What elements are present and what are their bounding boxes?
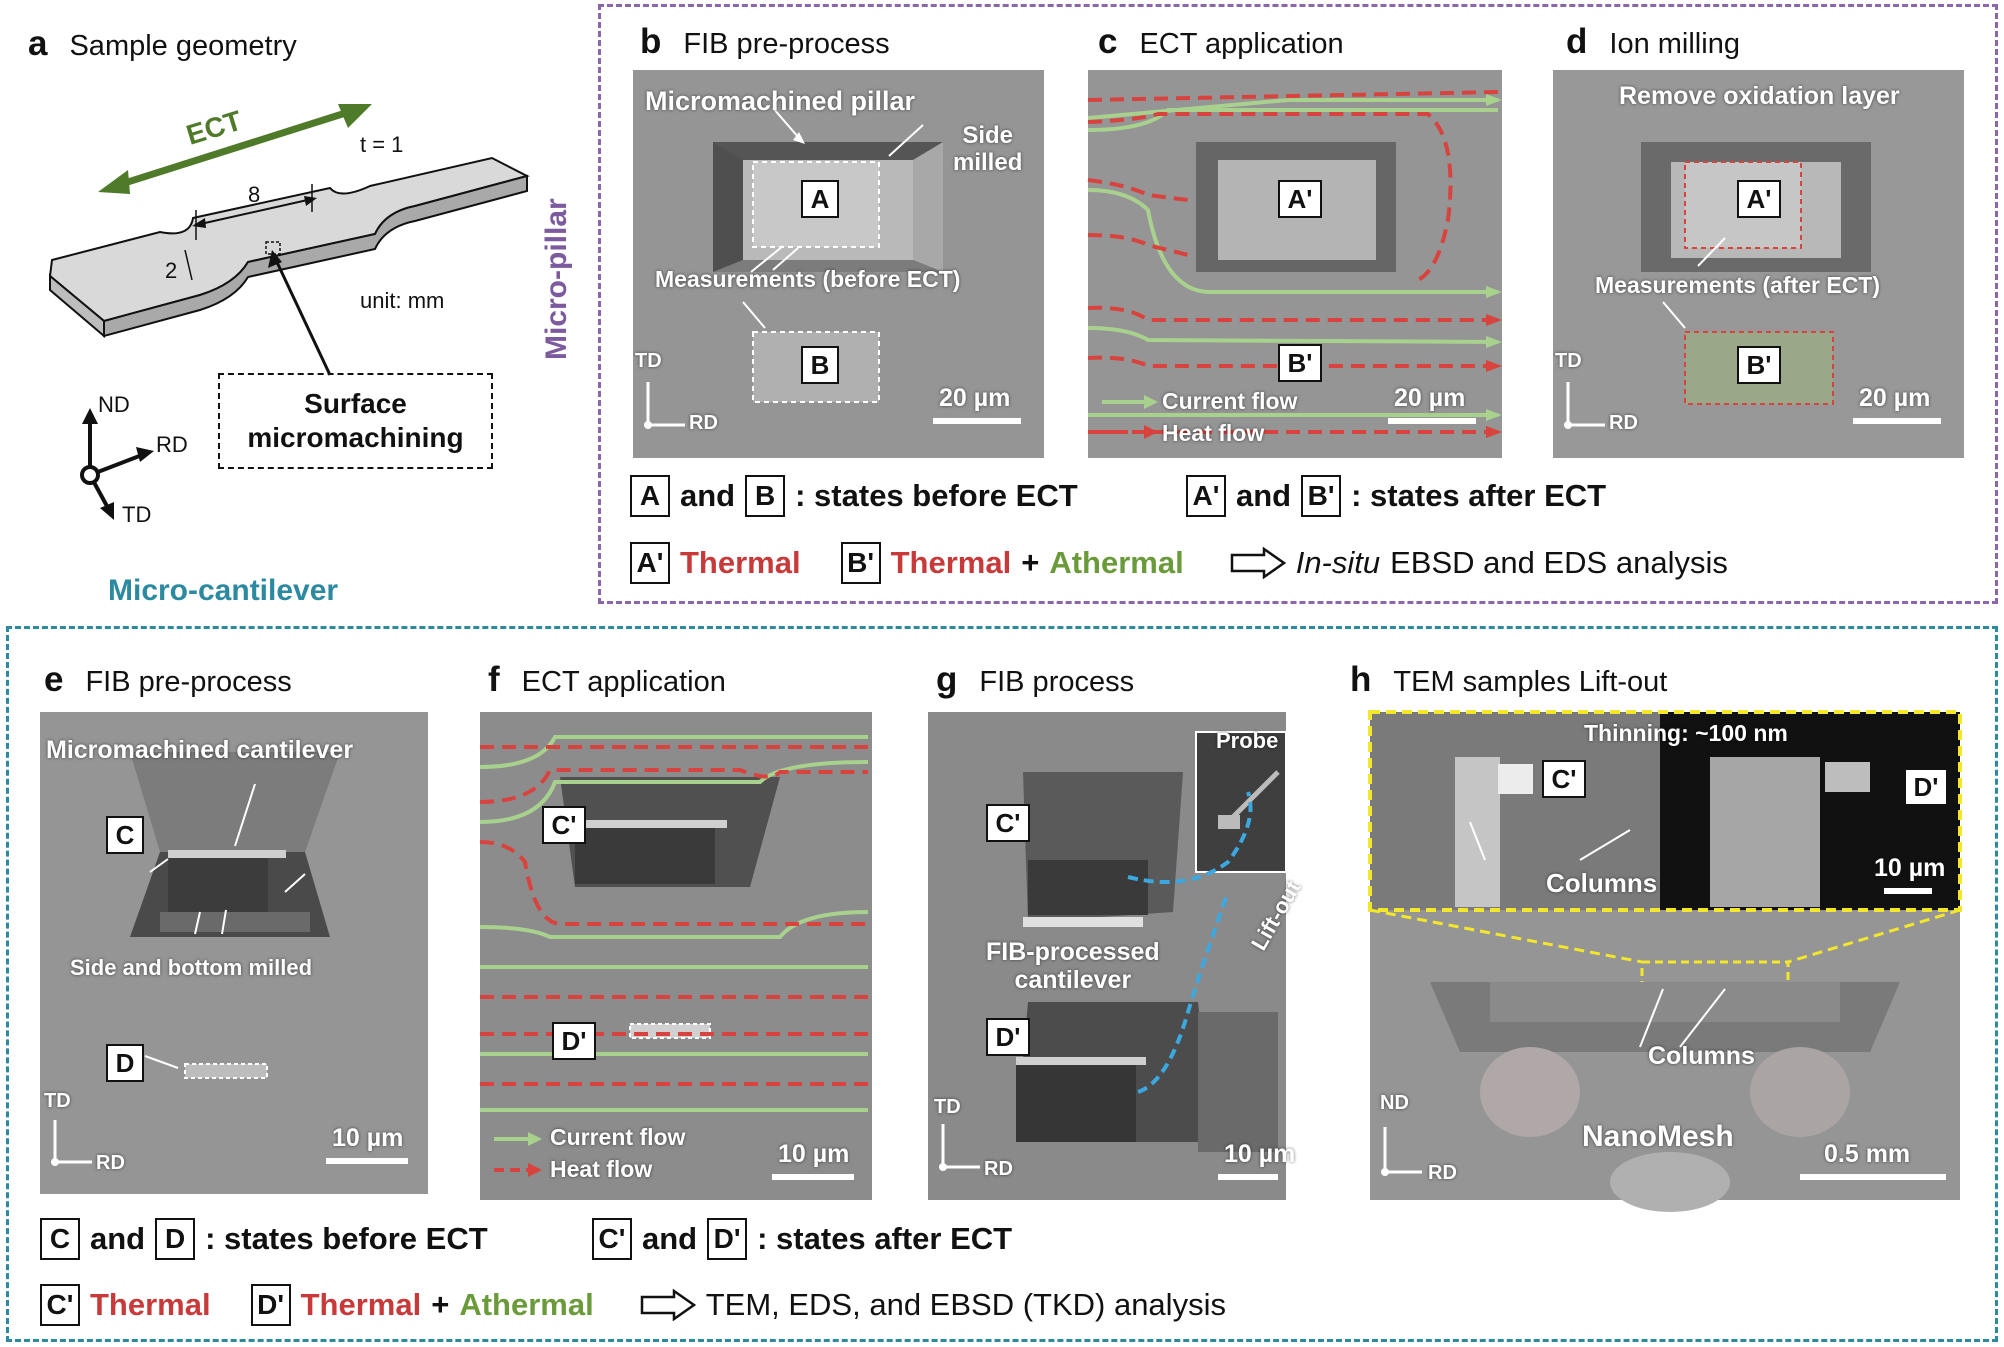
nanomesh-text: NanoMesh [1582,1120,1734,1153]
panel-e-image: Micromachined cantilever C Side and bott… [40,712,428,1194]
rd-label-g: RD [984,1158,1013,1180]
legend-top-row1b: A' and B' : states after ECT [1186,475,1606,517]
columns-text-inset: Columns [1546,868,1658,898]
box-d-prime-f: D' [552,1022,596,1060]
current-flow-text: Current flow [1162,388,1298,414]
box-d-prime-g: D' [986,1018,1030,1056]
micromachined-pillar-text: Micromachined pillar [645,86,916,116]
axis-td-label: TD [122,502,152,527]
legend-box-b-prime: B' [1301,475,1342,517]
measurements-after-text: Measurements (after ECT) [1595,272,1881,298]
panel-h-image: Thinning: ~100 nm C' D' Columns 10 µm Co… [1368,710,1962,1212]
box-c: C [106,816,144,854]
legend-top-row1: A and B : states before ECT [630,475,1078,517]
td-label-g: TD [934,1096,961,1118]
box-d: D [106,1044,144,1082]
box-b-prime-d: B' [1737,346,1781,384]
thinning-text: Thinning: ~100 nm [1584,720,1788,746]
surface-line2: micromachining [247,422,464,453]
box-c-prime-f: C' [542,806,586,844]
measurements-before-text: Measurements (before ECT) [655,266,961,292]
scale-f: 10 µm [778,1140,850,1168]
scale-e: 10 µm [332,1124,404,1152]
scale-h-inset: 10 µm [1874,854,1946,882]
scalebar-d [1853,418,1941,424]
panel-c-image: A' B' Current flow Heat flow 20 µm [1087,70,1502,458]
box-b: B [801,346,839,384]
panel-d-image: Remove oxidation layer A' Measurements (… [1553,70,1964,458]
side-bottom-milled-text: Side and bottom milled [70,955,313,980]
sample-geometry-diagram: ECT 8 2 t = 1 unit: mm [48,104,530,520]
box-a: A [801,180,839,218]
scalebar-b [933,418,1021,424]
remove-oxidation-text: Remove oxidation layer [1619,82,1900,110]
panel-f-image: C' D' Current flow Heat flow 10 µm [479,712,872,1200]
rd-label-b: RD [689,412,718,434]
scale-d: 20 µm [1859,384,1931,412]
heat-flow-text-f: Heat flow [550,1156,653,1182]
legend-bottom-row1: C and D : states before ECT [40,1218,488,1260]
box-a-prime-d: A' [1737,180,1781,218]
scalebar-c [1388,418,1476,424]
dim-2: 2 [165,258,177,283]
probe-text: Probe [1216,728,1279,753]
scalebar-h-inset [1884,888,1932,894]
box-b-prime: B' [1278,344,1322,382]
unit-label: unit: mm [360,288,444,313]
legend-box-a: A [630,475,670,517]
t-label: t = 1 [360,132,403,157]
legend-top-row2: A' Thermal B' Thermal + Athermal In-situ… [630,542,1728,584]
legend-bottom-row2: C' Thermal D' Thermal + Athermal TEM, ED… [40,1284,1226,1326]
legend-box-a-prime: A' [1186,475,1226,517]
ect-text: ECT [183,105,246,151]
outline-arrow-icon [640,1288,696,1322]
current-flow-text-f: Current flow [550,1124,686,1150]
micro-cantilever-frame [6,626,1998,1342]
micromachined-cantilever-text: Micromachined cantilever [46,736,354,764]
outline-arrow-icon [1230,546,1286,580]
scale-b: 20 µm [939,384,1011,412]
scale-g: 10 µm [1224,1140,1296,1168]
scalebar-g [1218,1174,1278,1180]
surface-box: Surface micromachining [218,373,493,469]
axis-rd-label: RD [156,432,188,457]
legend-box-b: B [745,475,786,517]
box-d-prime-h: D' [1904,768,1948,806]
scale-h: 0.5 mm [1824,1140,1911,1168]
box-c-prime-g: C' [986,804,1030,842]
scale-c: 20 µm [1394,384,1466,412]
surface-line1: Surface [304,388,407,419]
legend-bottom-row1b: C' and D' : states after ECT [592,1218,1012,1260]
td-label-d: TD [1555,350,1582,372]
scalebar-e [326,1158,408,1164]
rd-label-h: RD [1428,1162,1457,1184]
micro-pillar-frame [598,4,1998,604]
axis-nd-label: ND [98,392,130,417]
box-c-prime-h: C' [1542,760,1586,798]
columns-text: Columns [1648,1042,1755,1070]
scalebar-h [1800,1174,1946,1180]
micro-cantilever-label: Micro-cantilever [108,574,339,607]
box-a-prime: A' [1278,180,1322,218]
nd-label-h: ND [1380,1092,1409,1114]
dim-8: 8 [248,182,260,207]
rd-label-e: RD [96,1152,125,1174]
rd-label-d: RD [1609,412,1638,434]
td-label-e: TD [44,1090,71,1112]
scalebar-f [772,1174,854,1180]
td-label-b: TD [635,350,662,372]
heat-flow-text: Heat flow [1162,420,1265,446]
